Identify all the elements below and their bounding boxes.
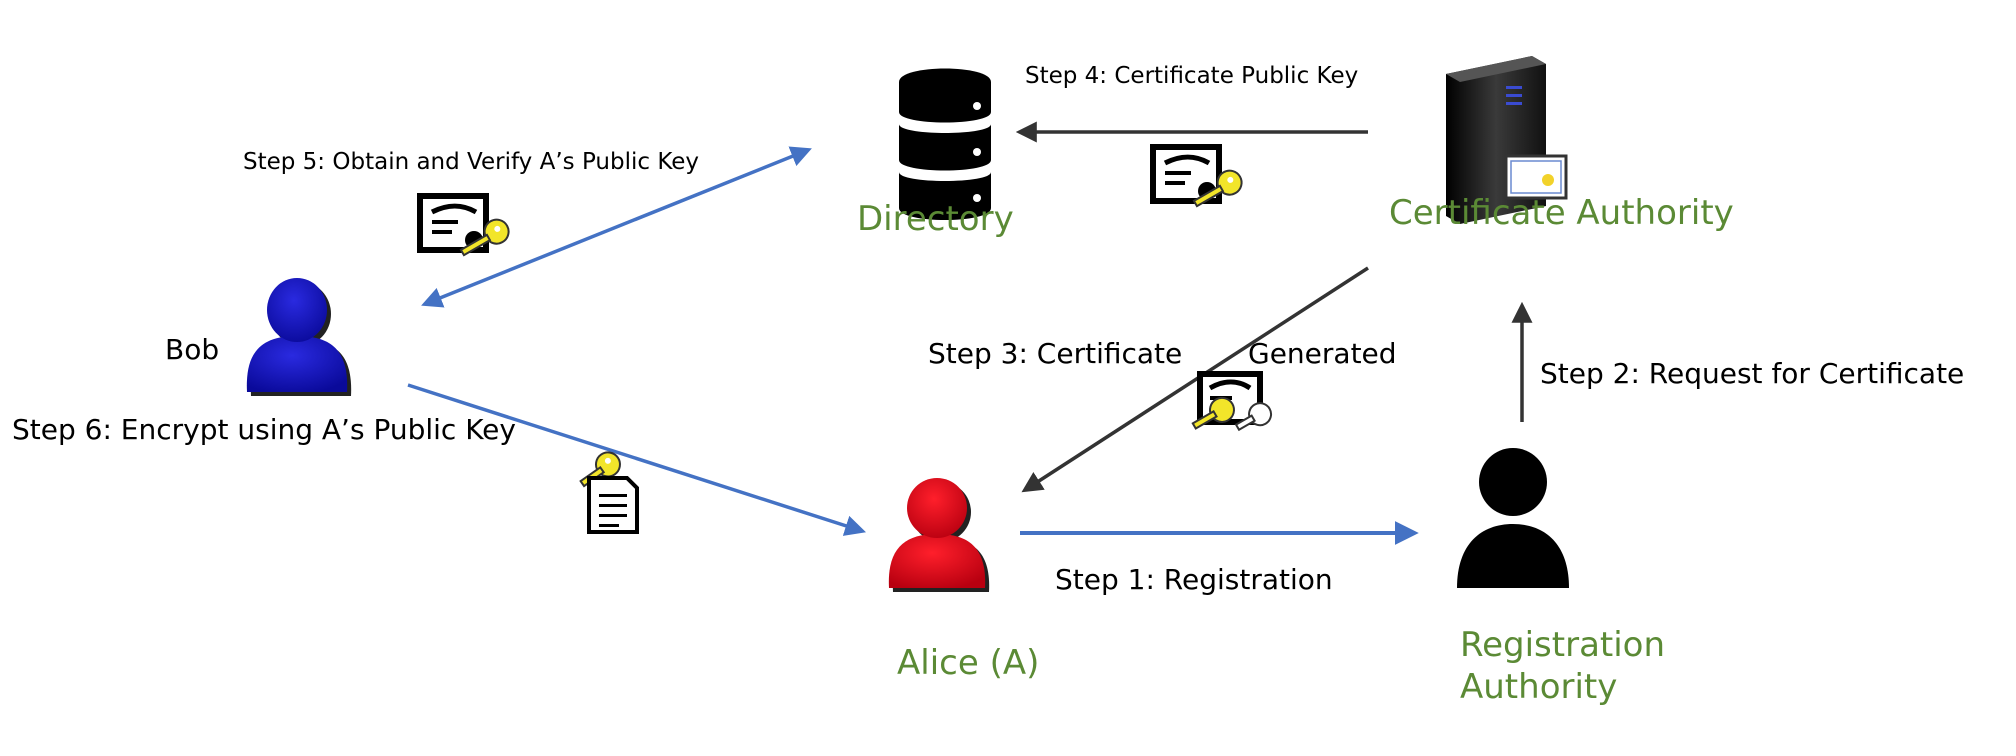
key-document-icon-step6 bbox=[579, 451, 639, 534]
directory-label: Directory bbox=[857, 199, 1014, 239]
key-icon bbox=[1191, 396, 1235, 430]
step2-label: Step 2: Request for Certificate bbox=[1540, 357, 1965, 390]
alice-label: Alice (A) bbox=[897, 643, 1040, 683]
registration-authority-user-icon bbox=[1457, 448, 1569, 588]
bob-user-icon bbox=[246, 278, 352, 396]
step1-label: Step 1: Registration bbox=[1055, 563, 1333, 596]
document-icon bbox=[587, 476, 639, 534]
key-icon bbox=[579, 451, 621, 488]
step3-label-b: Generated bbox=[1248, 337, 1397, 370]
step5-label: Step 5: Obtain and Verify A’s Public Key bbox=[243, 149, 700, 175]
key-icon bbox=[1192, 169, 1243, 208]
step4-label: Step 4: Certificate Public Key bbox=[1025, 63, 1359, 89]
certificate-icon bbox=[1504, 154, 1568, 200]
alice-user-icon bbox=[888, 478, 990, 592]
registration-authority-label-line1: Registration bbox=[1460, 625, 1666, 665]
registration-authority-label-line2: Authority bbox=[1460, 667, 1618, 707]
step3-label-a: Step 3: Certificate bbox=[928, 337, 1183, 370]
bob-label: Bob bbox=[165, 333, 220, 366]
key-icon bbox=[1234, 402, 1273, 432]
arrow-step5-directory bbox=[421, 146, 812, 308]
certificate-two-keys-icon-step3 bbox=[1191, 371, 1273, 432]
certificate-authority-label: Certificate Authority bbox=[1389, 193, 1734, 233]
key-icon bbox=[459, 218, 510, 257]
certificate-key-icon-step4 bbox=[1150, 144, 1243, 208]
server-icon bbox=[1446, 56, 1568, 224]
certificate-key-icon-step5 bbox=[417, 193, 510, 257]
step6-label: Step 6: Encrypt using A’s Public Key bbox=[12, 413, 516, 446]
arrow-step3-ca-to-alice bbox=[1021, 266, 1369, 493]
arrow-step6-bob-to-alice bbox=[407, 383, 866, 536]
database-icon bbox=[899, 68, 991, 220]
